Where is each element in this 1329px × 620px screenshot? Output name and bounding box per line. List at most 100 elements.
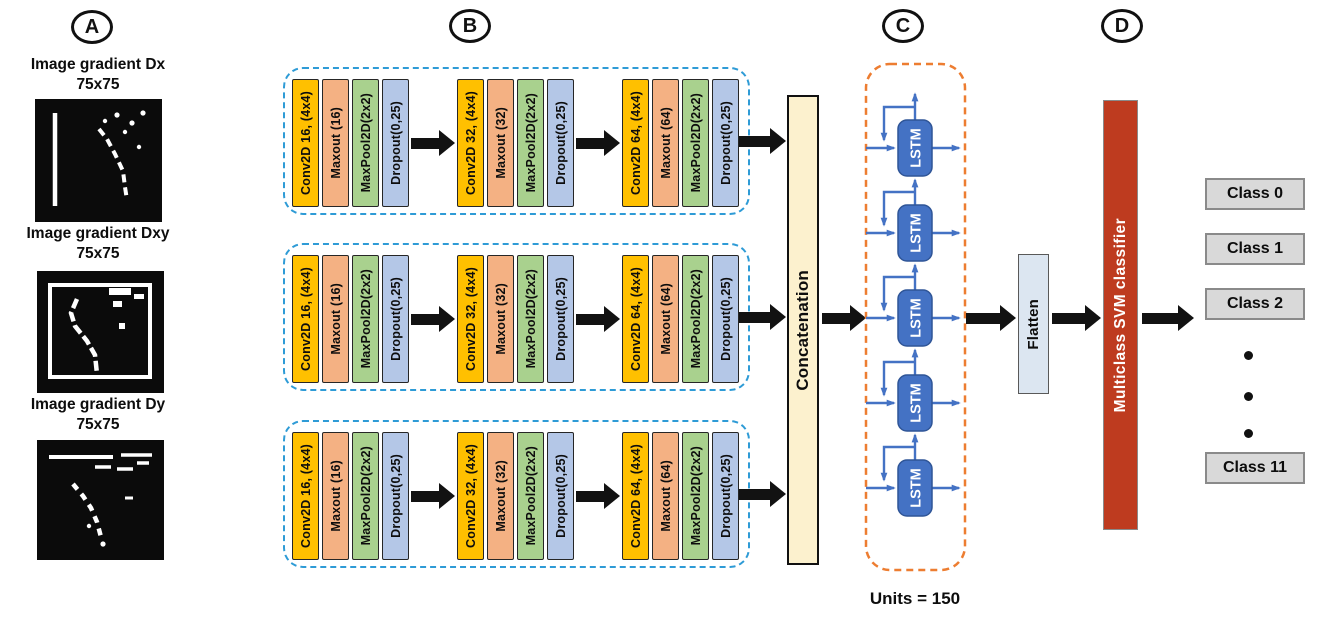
maxout-layer: Maxout (64) — [652, 255, 679, 383]
gradient-dy-sketch — [37, 440, 164, 560]
maxout-layer: Maxout (64) — [652, 432, 679, 560]
lstm-block-label: LSTM — [909, 213, 925, 252]
maxout-layer: Maxout (32) — [487, 432, 514, 560]
lstm-block-label: LSTM — [909, 383, 925, 422]
arrow-right-icon — [411, 306, 455, 332]
arrow-right-icon — [1142, 305, 1194, 331]
layer-label: Maxout (32) — [493, 460, 508, 532]
layer-label: Maxout (16) — [328, 460, 343, 532]
layer-label: Conv2D 16, (4x4) — [298, 91, 313, 195]
maxout-layer: Maxout (16) — [322, 432, 349, 560]
class-box-11: Class 11 — [1205, 452, 1305, 484]
layer-label: MaxPool2D(2x2) — [358, 446, 373, 546]
class-box-0: Class 0 — [1205, 178, 1305, 210]
maxout-layer: Maxout (64) — [652, 79, 679, 207]
maxpool2d-layer: MaxPool2D(2x2) — [682, 255, 709, 383]
class-box-2: Class 2 — [1205, 288, 1305, 320]
conv-block-3: Conv2D 64, (4x4) Maxout (64) MaxPool2D(2… — [622, 255, 739, 383]
conv-block-3: Conv2D 64, (4x4) Maxout (64) MaxPool2D(2… — [622, 432, 739, 560]
input-label-dy: Image gradient Dy 75x75 — [0, 395, 196, 435]
lstm-block-label: LSTM — [909, 128, 925, 167]
maxout-layer: Maxout (32) — [487, 255, 514, 383]
input-title: Image gradient Dx — [30, 56, 166, 73]
lstm-unit: LSTM — [866, 348, 961, 432]
layer-label: Conv2D 16, (4x4) — [298, 267, 313, 371]
layer-label: MaxPool2D(2x2) — [688, 269, 703, 369]
dropout-layer: Dropout(0,25) — [547, 79, 574, 207]
layer-label: Maxout (32) — [493, 107, 508, 179]
layer-label: Dropout(0,25) — [718, 454, 733, 538]
conv-block-1: Conv2D 16, (4x4) Maxout (16) MaxPool2D(2… — [292, 255, 409, 383]
arrow-right-icon — [576, 306, 620, 332]
layer-label: MaxPool2D(2x2) — [523, 93, 538, 193]
layer-label: Maxout (16) — [328, 283, 343, 355]
layer-label: Dropout(0,25) — [553, 101, 568, 185]
flatten-label: Flatten — [1025, 298, 1042, 350]
maxpool2d-layer: MaxPool2D(2x2) — [682, 79, 709, 207]
layer-label: Dropout(0,25) — [718, 101, 733, 185]
input-title: Image gradient Dxy — [26, 225, 170, 242]
ellipsis-dot — [1244, 351, 1253, 360]
arrow-right-icon — [576, 483, 620, 509]
layer-label: MaxPool2D(2x2) — [523, 269, 538, 369]
lstm-units-label: Units = 150 — [869, 589, 961, 608]
input-title: Image gradient Dy — [30, 396, 166, 413]
svm-classifier-label: Multiclass SVM classifier — [1111, 217, 1129, 413]
arrow-right-icon — [1052, 305, 1101, 331]
layer-label: Dropout(0,25) — [388, 101, 403, 185]
arrow-right-icon — [739, 128, 786, 154]
maxpool2d-layer: MaxPool2D(2x2) — [517, 79, 544, 207]
cnn-branch-row-1: Conv2D 16, (4x4) Maxout (16) MaxPool2D(2… — [283, 67, 750, 215]
input-size: 75x75 — [76, 76, 120, 93]
maxpool2d-layer: MaxPool2D(2x2) — [352, 79, 379, 207]
layer-label: Maxout (64) — [658, 460, 673, 532]
arrow-right-icon — [966, 305, 1016, 331]
layer-label: Dropout(0,25) — [388, 277, 403, 361]
layer-label: Maxout (64) — [658, 107, 673, 179]
maxout-layer: Maxout (16) — [322, 255, 349, 383]
layer-label: Dropout(0,25) — [388, 454, 403, 538]
input-image-dxy — [37, 271, 164, 393]
concatenation-label: Concatenation — [793, 269, 812, 391]
conv-block-2: Conv2D 32, (4x4) Maxout (32) MaxPool2D(2… — [457, 255, 574, 383]
layer-label: Maxout (64) — [658, 283, 673, 355]
input-size: 75x75 — [76, 416, 120, 433]
gradient-dxy-sketch — [37, 271, 164, 393]
layer-label: Conv2D 32, (4x4) — [463, 91, 478, 195]
arrow-right-icon — [739, 304, 786, 330]
conv2d-layer: Conv2D 16, (4x4) — [292, 255, 319, 383]
lstm-block-label: LSTM — [909, 468, 925, 507]
arrow-right-icon — [411, 483, 455, 509]
arrow-right-icon — [739, 481, 786, 507]
section-badge-c: C — [882, 9, 924, 43]
flatten-layer: Flatten — [1018, 254, 1049, 394]
layer-label: MaxPool2D(2x2) — [688, 93, 703, 193]
cnn-branch-row-2: Conv2D 16, (4x4) Maxout (16) MaxPool2D(2… — [283, 243, 750, 391]
dropout-layer: Dropout(0,25) — [382, 255, 409, 383]
maxout-layer: Maxout (16) — [322, 79, 349, 207]
lstm-unit: LSTM — [866, 263, 961, 347]
conv2d-layer: Conv2D 64, (4x4) — [622, 79, 649, 207]
input-label-dxy: Image gradient Dxy 75x75 — [0, 224, 196, 264]
layer-label: Dropout(0,25) — [553, 454, 568, 538]
layer-label: MaxPool2D(2x2) — [523, 446, 538, 546]
cnn-branch-row-3: Conv2D 16, (4x4) Maxout (16) MaxPool2D(2… — [283, 420, 750, 568]
maxpool2d-layer: MaxPool2D(2x2) — [517, 255, 544, 383]
conv2d-layer: Conv2D 32, (4x4) — [457, 255, 484, 383]
section-badge-d: D — [1101, 9, 1143, 43]
layer-label: MaxPool2D(2x2) — [358, 93, 373, 193]
class-box-1: Class 1 — [1205, 233, 1305, 265]
layer-label: MaxPool2D(2x2) — [358, 269, 373, 369]
layer-label: Conv2D 32, (4x4) — [463, 267, 478, 371]
maxout-layer: Maxout (32) — [487, 79, 514, 207]
svm-classifier: Multiclass SVM classifier — [1103, 100, 1138, 530]
conv2d-layer: Conv2D 64, (4x4) — [622, 432, 649, 560]
maxpool2d-layer: MaxPool2D(2x2) — [682, 432, 709, 560]
arrow-right-icon — [576, 130, 620, 156]
dropout-layer: Dropout(0,25) — [547, 255, 574, 383]
layer-label: Maxout (16) — [328, 107, 343, 179]
conv-block-1: Conv2D 16, (4x4) Maxout (16) MaxPool2D(2… — [292, 79, 409, 207]
conv-block-2: Conv2D 32, (4x4) Maxout (32) MaxPool2D(2… — [457, 79, 574, 207]
gradient-dx-sketch — [35, 99, 162, 222]
lstm-section: LSTM LSTM LSTM LSTM — [864, 62, 967, 572]
